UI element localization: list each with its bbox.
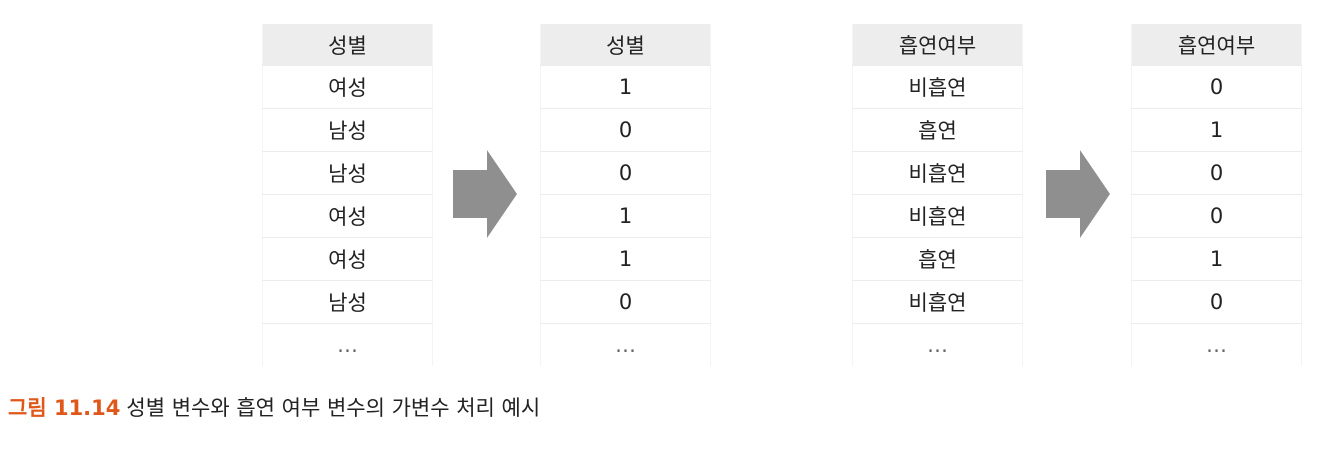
header-row: 흡연여부	[1131, 24, 1302, 66]
ellipsis-cell: …	[1131, 323, 1302, 366]
table-cell: 남성	[262, 108, 433, 152]
table-row: 1	[540, 194, 711, 238]
table-cell: 0	[1131, 280, 1302, 324]
table-row: 남성	[262, 151, 433, 195]
table-row: …	[1131, 323, 1302, 366]
table-cell: 남성	[262, 280, 433, 324]
smoking-dummy-table: 흡연여부 0 1 0 0 1 0 …	[1131, 24, 1302, 366]
table-cell: 1	[540, 194, 711, 238]
table-cell: 남성	[262, 151, 433, 195]
table-row: 1	[1131, 237, 1302, 281]
table-row: 1	[540, 65, 711, 109]
table-row: 여성	[262, 65, 433, 109]
table-row: 0	[540, 108, 711, 152]
table-cell: 여성	[262, 194, 433, 238]
table-cell: 1	[540, 65, 711, 109]
column-header: 흡연여부	[852, 24, 1023, 66]
table-row: 비흡연	[852, 194, 1023, 238]
table-row: …	[540, 323, 711, 366]
table-cell: 1	[540, 237, 711, 281]
header-row: 흡연여부	[852, 24, 1023, 66]
smoking-source-table: 흡연여부 비흡연 흡연 비흡연 비흡연 흡연 비흡연 …	[852, 24, 1023, 366]
table-row: 흡연	[852, 237, 1023, 281]
table-cell: 비흡연	[852, 280, 1023, 324]
table-cell: 0	[540, 108, 711, 152]
right-arrow-icon	[453, 150, 517, 238]
gender-dummy-table: 성별 1 0 0 1 1 0 …	[540, 24, 711, 366]
table-cell: 1	[1131, 237, 1302, 281]
column-header: 성별	[262, 24, 433, 66]
table-row: 0	[1131, 151, 1302, 195]
table-cell: 1	[1131, 108, 1302, 152]
column-header: 흡연여부	[1131, 24, 1302, 66]
figure-number: 그림 11.14	[8, 396, 121, 420]
table-row: 0	[1131, 65, 1302, 109]
table-row: 0	[1131, 280, 1302, 324]
table-cell: 0	[540, 280, 711, 324]
table-row: 0	[1131, 194, 1302, 238]
table-cell: 여성	[262, 237, 433, 281]
table-row: 여성	[262, 194, 433, 238]
table-row: 0	[540, 151, 711, 195]
table-row: 남성	[262, 280, 433, 324]
table-row: 1	[540, 237, 711, 281]
table-cell: 0	[540, 151, 711, 195]
header-row: 성별	[262, 24, 433, 66]
table-cell: 비흡연	[852, 194, 1023, 238]
table-row: 비흡연	[852, 65, 1023, 109]
table-row: 흡연	[852, 108, 1023, 152]
ellipsis-cell: …	[262, 323, 433, 366]
table-row: …	[852, 323, 1023, 366]
table-cell: 흡연	[852, 237, 1023, 281]
table-cell: 여성	[262, 65, 433, 109]
table-row: …	[262, 323, 433, 366]
right-arrow-icon	[1046, 150, 1110, 238]
table-row: 0	[540, 280, 711, 324]
ellipsis-cell: …	[540, 323, 711, 366]
table-cell: 0	[1131, 65, 1302, 109]
table-row: 여성	[262, 237, 433, 281]
table-cell: 비흡연	[852, 151, 1023, 195]
column-header: 성별	[540, 24, 711, 66]
gender-source-table: 성별 여성 남성 남성 여성 여성 남성 …	[262, 24, 433, 366]
table-cell: 0	[1131, 194, 1302, 238]
table-row: 비흡연	[852, 151, 1023, 195]
table-row: 비흡연	[852, 280, 1023, 324]
caption-text: 성별 변수와 흡연 여부 변수의 가변수 처리 예시	[126, 396, 541, 420]
header-row: 성별	[540, 24, 711, 66]
table-row: 1	[1131, 108, 1302, 152]
table-row: 남성	[262, 108, 433, 152]
table-cell: 비흡연	[852, 65, 1023, 109]
ellipsis-cell: …	[852, 323, 1023, 366]
table-cell: 흡연	[852, 108, 1023, 152]
table-cell: 0	[1131, 151, 1302, 195]
